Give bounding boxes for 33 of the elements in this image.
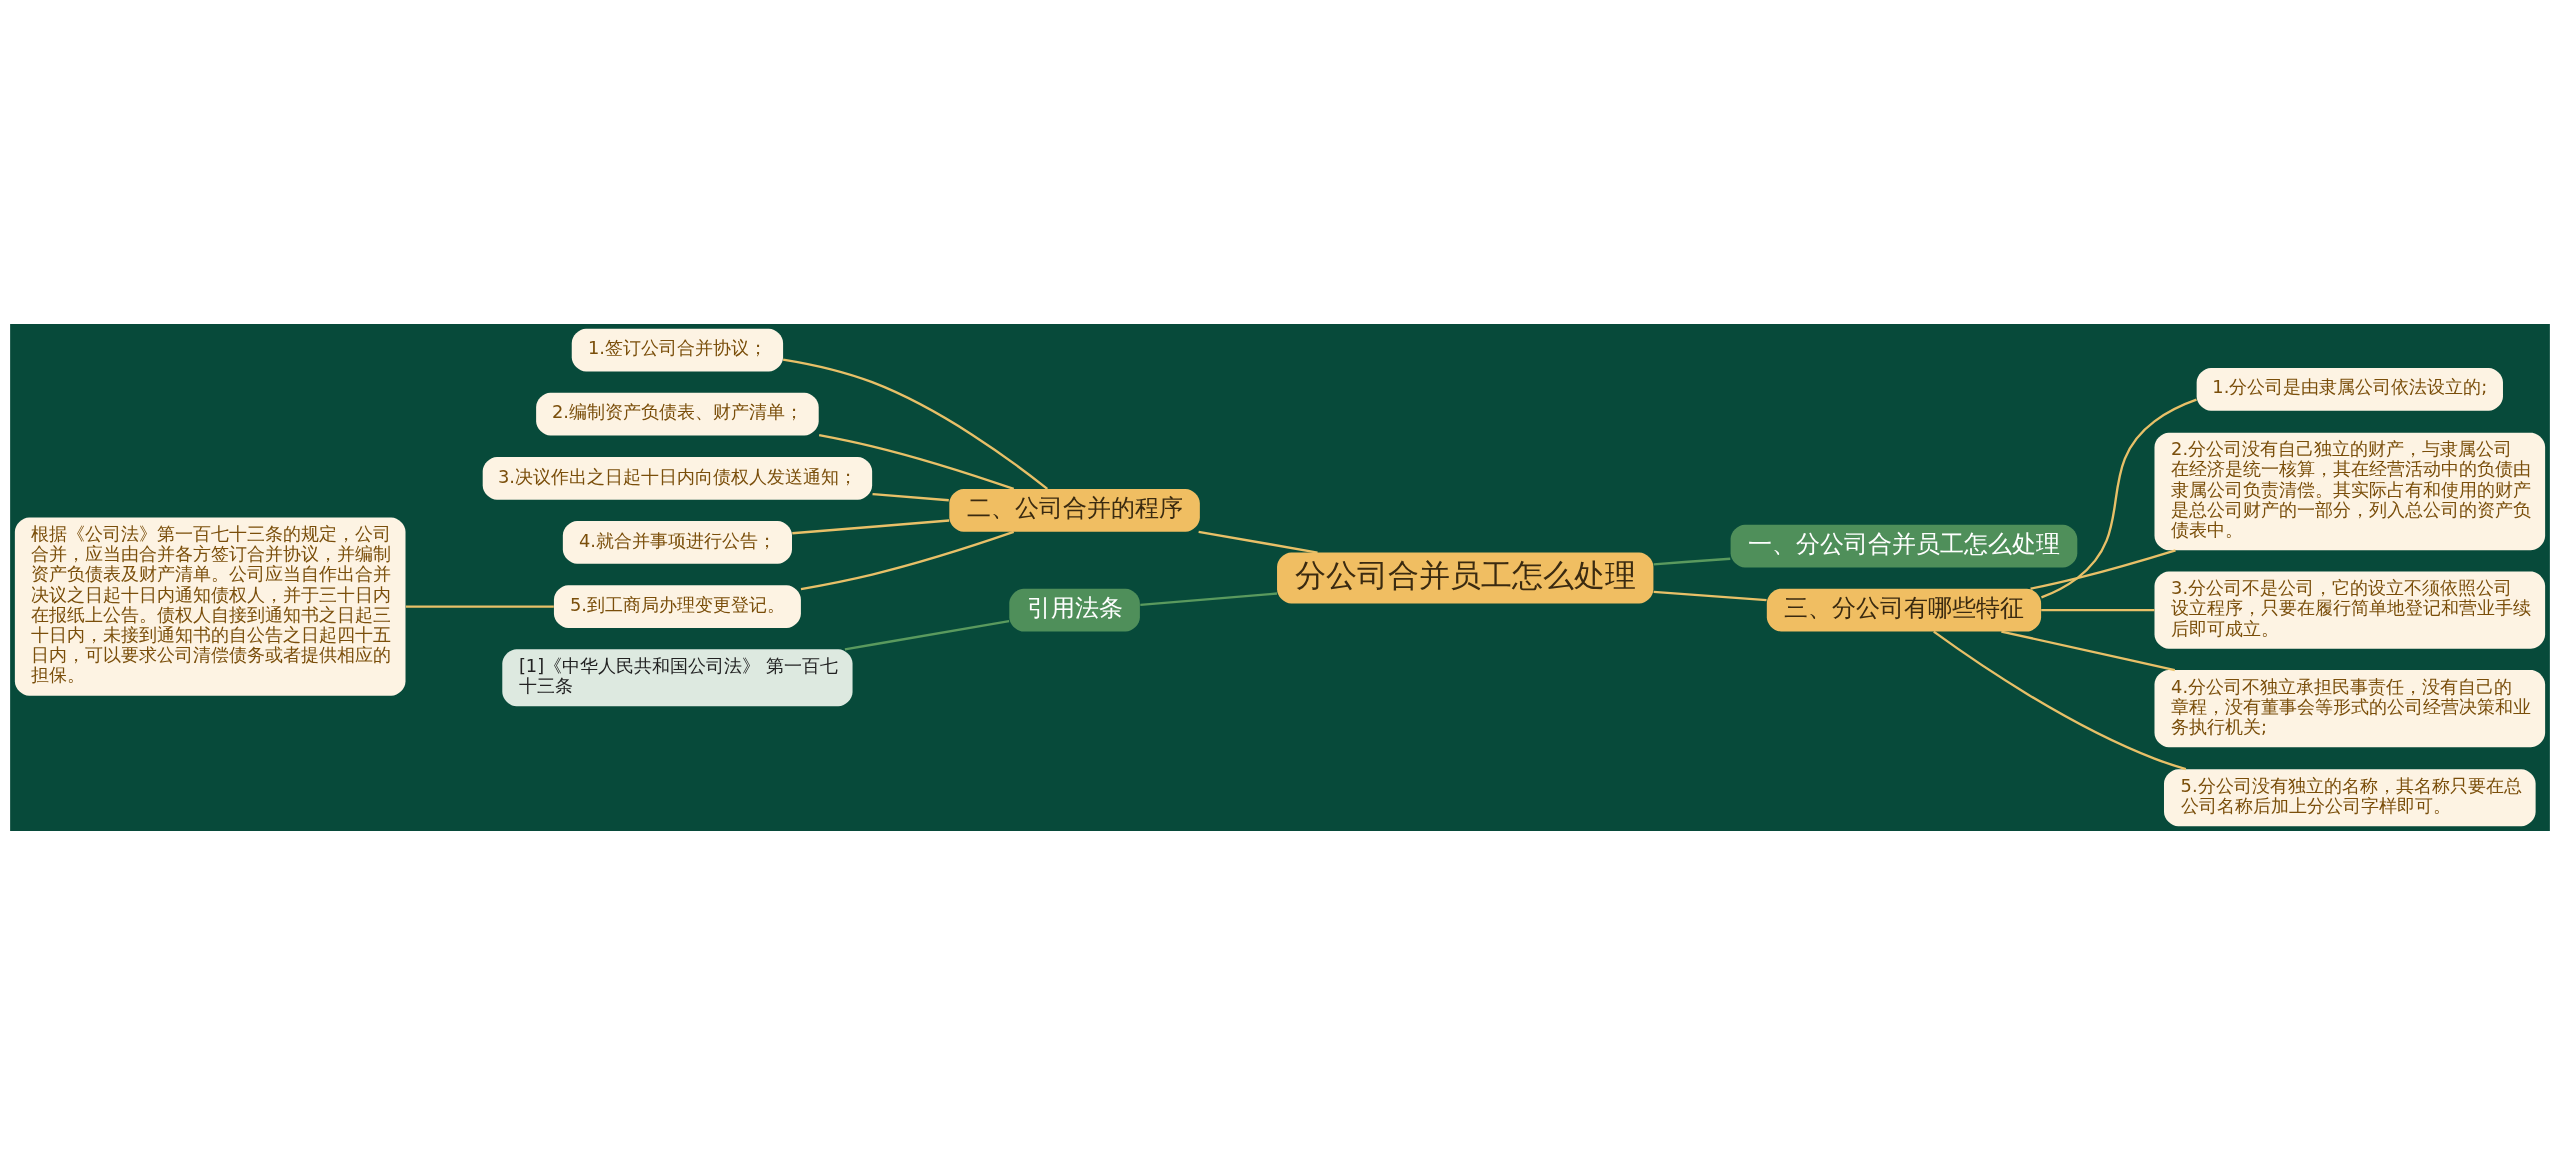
connector (2030, 549, 2176, 590)
connector (800, 530, 1015, 591)
node-box: 4.分公司不独立承担民事责任，没有自己的章程，没有董事会等形式的公司经营决策和业务执行机关; (2154, 670, 2546, 748)
node-box: 三、分公司有哪些特征 (1766, 588, 2042, 632)
connector (782, 358, 1049, 490)
node-box: [1]《中华人民共和国公司法》 第一百七十三条 (502, 649, 853, 707)
node-box: 分公司合并员工怎么处理 (1277, 552, 1654, 604)
node-box: 二、公司合并的程序 (949, 489, 1200, 532)
connector (1653, 590, 1767, 602)
node-box: 1.分公司是由隶属公司依法设立的; (2196, 367, 2503, 411)
connector (818, 433, 1015, 491)
connector (2041, 398, 2197, 599)
connector (2001, 630, 2176, 672)
node-box: 4.就合并事项进行公告； (562, 521, 792, 564)
connector (1198, 530, 1318, 554)
node-box: 2.分公司没有自己独立的财产，与隶属公司在经济是统一核算，其在经营活动中的负债由隶属公司负责清偿。其实际占有和使用的财产是总公司财产的一部分，列入总公司的资产负债表中。 (2154, 432, 2546, 551)
connector (1140, 592, 1278, 606)
connector (792, 519, 950, 535)
node-box: 一、分公司合并员工怎么处理 (1730, 524, 2078, 568)
connector (1933, 630, 2187, 771)
node-box: 3.决议作出之日起十日内向债权人发送通知； (482, 457, 873, 500)
node-box: 1.签订公司合并协议； (571, 328, 784, 372)
connector (1653, 557, 1731, 566)
node-box: 引用法条 (1009, 588, 1140, 632)
node-box: 根据《公司法》第一百七十三条的规定，公司合并，应当由合并各方签订合并协议，并编制资产负债表及财产清单。公司应当自作出合并决议之日起十日内通知债权人，并于三十日内在报纸上公告。债权人自接到通知书之日起三十日内，未接到通知书的自公告之日起四十五日内，可以要求公司清偿债务或者提供相应的担保。 (14, 517, 406, 696)
connector (872, 492, 949, 502)
node-box: 5.分公司没有独立的名称，其名称只要在总公司名称后加上分公司字样即可。 (2164, 769, 2536, 827)
node-box: 2.编制资产负债表、财产清单； (536, 392, 819, 436)
connector (844, 620, 1010, 651)
node-box: 5.到工商局办理变更登记。 (553, 585, 801, 628)
connector (405, 605, 554, 608)
node-box: 3.分公司不是公司，它的设立不须依照公司设立程序，只要在履行简单地登记和营业手续后即可成立。 (2154, 571, 2546, 649)
connector (2041, 608, 2155, 612)
